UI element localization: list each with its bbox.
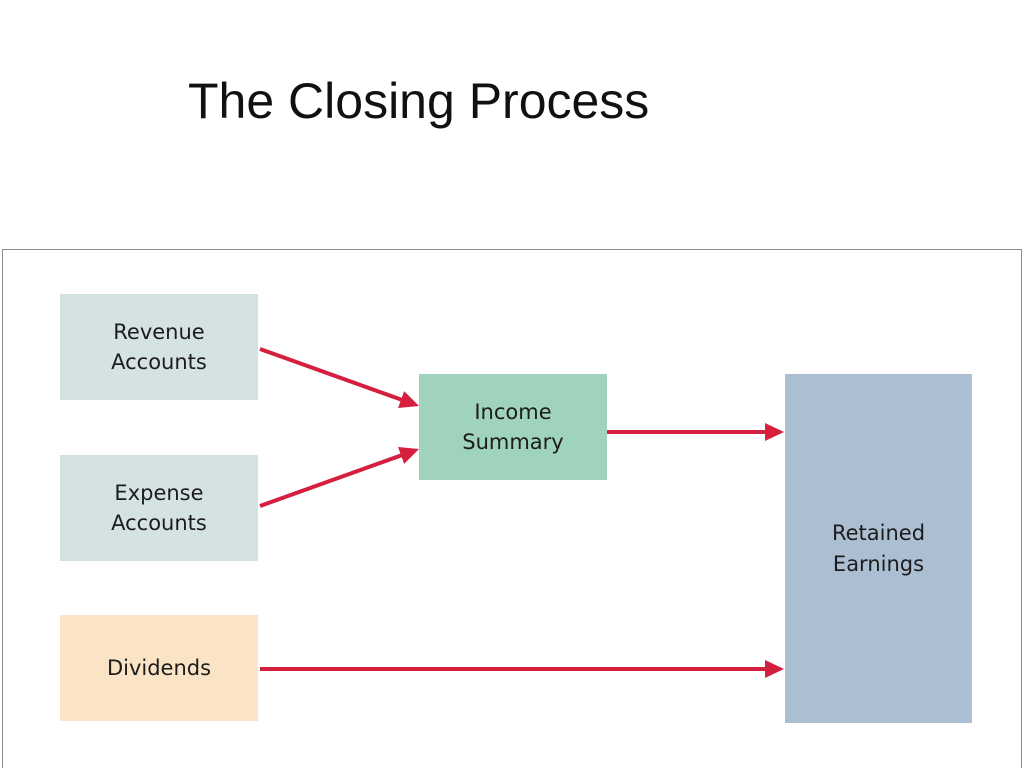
expense-accounts-label: Expense Accounts	[111, 480, 207, 535]
retained-earnings-box: Retained Earnings	[785, 374, 972, 723]
income-summary-label: Income Summary	[462, 399, 564, 454]
slide-title: The Closing Process	[188, 73, 650, 129]
expense-accounts-box: Expense Accounts	[60, 455, 258, 561]
revenue-accounts-label: Revenue Accounts	[111, 319, 207, 374]
income-summary-box: Income Summary	[419, 374, 607, 480]
dividends-box: Dividends	[60, 615, 258, 721]
revenue-accounts-box: Revenue Accounts	[60, 294, 258, 400]
dividends-label: Dividends	[106, 655, 212, 680]
retained-earnings-label: Retained Earnings	[831, 521, 926, 576]
